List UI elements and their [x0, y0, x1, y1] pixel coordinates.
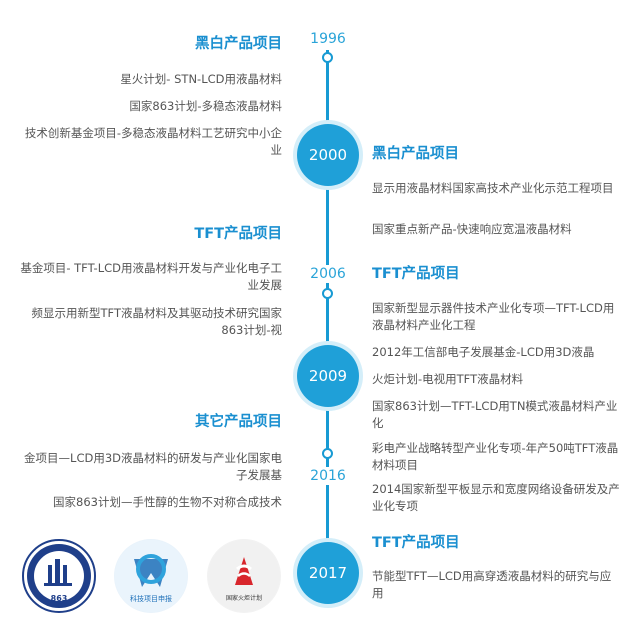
right-item: 国家重点新产品-快速响应宽温液晶材料 [372, 222, 572, 236]
left-item: 技术创新基金项目-多稳态液晶材料工艺研究中小企业 [24, 126, 282, 157]
left-heading-tft: TFT产品项目 [194, 226, 282, 242]
year-1996: 1996 [298, 30, 358, 48]
timeline-dot-1996 [322, 52, 333, 63]
left-item: 星火计划- STN-LCD用液晶材料 [120, 72, 282, 86]
year-2016: 2016 [298, 467, 358, 485]
right-item: 节能型TFT—LCD用高穿透液晶材料的研究与应用 [372, 569, 612, 600]
right-item: 火炬计划-电视用TFT液晶材料 [372, 372, 524, 386]
timeline-dot-2006 [322, 288, 333, 299]
logo-torch-program-text: 国家火炬计划 [225, 595, 262, 602]
logo-torch-program: 国家火炬计划 [207, 539, 281, 613]
left-item: 国家863计划-多稳态液晶材料 [129, 99, 282, 113]
logo-863-text: 863 [50, 594, 68, 603]
left-item: 金项目—LCD用3D液晶材料的研发与产业化国家电子发展基 [24, 451, 282, 482]
year-circle-2009: 2009 [297, 345, 359, 407]
right-heading-tft-2017: TFT产品项目 [372, 535, 460, 551]
right-item: 国家863计划—TFT-LCD用TN模式液晶材料产业化 [372, 399, 618, 430]
left-item: 基金项目- TFT-LCD用液晶材料开发与产业化电子工业发展 [20, 261, 282, 292]
timeline-dot-2016 [322, 448, 333, 459]
right-item: 2012年工信部电子发展基金-LCD用3D液晶 [372, 345, 595, 359]
year-2006: 2006 [298, 265, 358, 283]
logo-tech-project: 科技项目申报 [114, 539, 188, 613]
right-heading-tft: TFT产品项目 [372, 266, 460, 282]
right-item: 国家新型显示器件技术产业化专项—TFT-LCD用液晶材料产业化工程 [372, 301, 615, 332]
right-heading-bw: 黑白产品项目 [372, 146, 459, 162]
right-item: 显示用液晶材料国家高技术产业化示范工程项目 [372, 181, 614, 195]
left-heading-bw: 黑白产品项目 [195, 36, 282, 52]
left-item: 频显示用新型TFT液晶材料及其驱动技术研究国家863计划-视 [31, 306, 282, 337]
left-heading-other: 其它产品项目 [195, 414, 282, 430]
year-circle-2000: 2000 [297, 124, 359, 186]
left-item: 国家863计划—手性醇的生物不对称合成技术 [53, 495, 282, 509]
right-item: 彩电产业战略转型产业化专项-年产50吨TFT液晶材料项目 [372, 441, 619, 472]
right-item: 2014国家新型平板显示和宽度网络设备研发及产业化专项 [372, 482, 620, 513]
year-circle-2017: 2017 [297, 542, 359, 604]
logo-tech-project-text: 科技项目申报 [130, 595, 172, 603]
timeline-spine [326, 50, 329, 590]
logo-863: 863 [22, 539, 96, 613]
